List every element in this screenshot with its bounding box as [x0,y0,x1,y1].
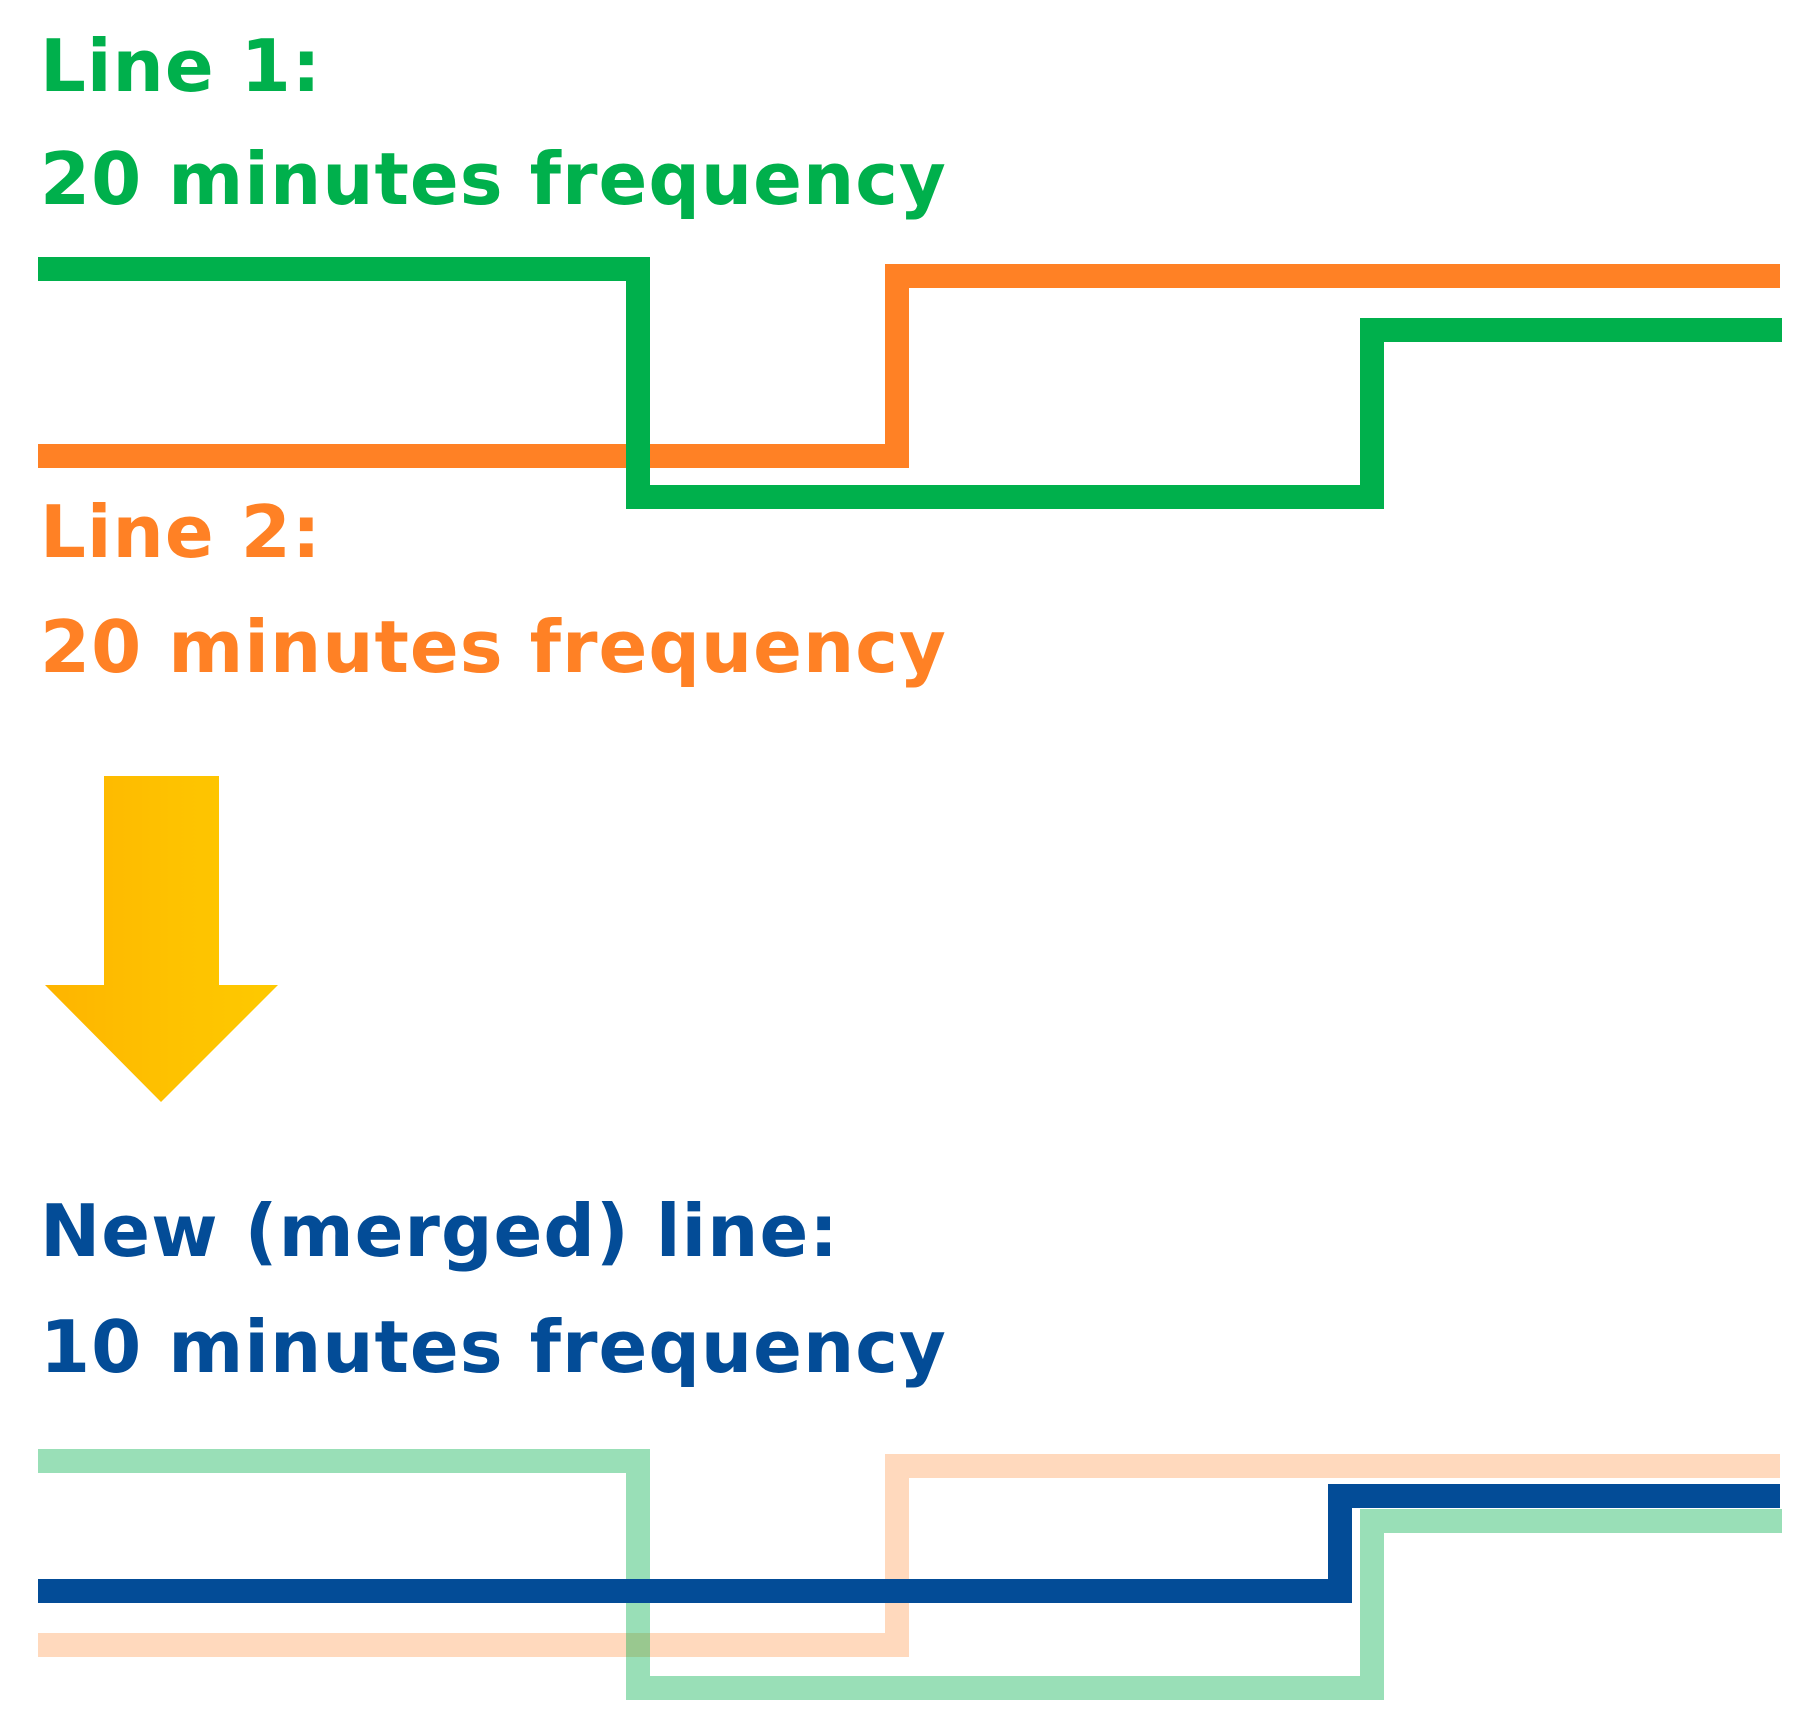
line2-title: Line 2: [40,490,322,574]
line2-route-faded [38,1454,1780,1657]
line1-title: Line 1: [40,24,322,108]
line2-frequency: 20 minutes frequency [40,605,947,689]
down-arrow-icon [45,776,278,1102]
line1-route-faded [38,1449,1782,1700]
line1-route [38,257,1782,509]
line1-frequency: 20 minutes frequency [40,137,947,221]
merged-line-title: New (merged) line: [40,1189,840,1273]
line2-route [38,264,1780,468]
merged-line-frequency: 10 minutes frequency [40,1305,947,1389]
merged-line-route [38,1484,1780,1603]
